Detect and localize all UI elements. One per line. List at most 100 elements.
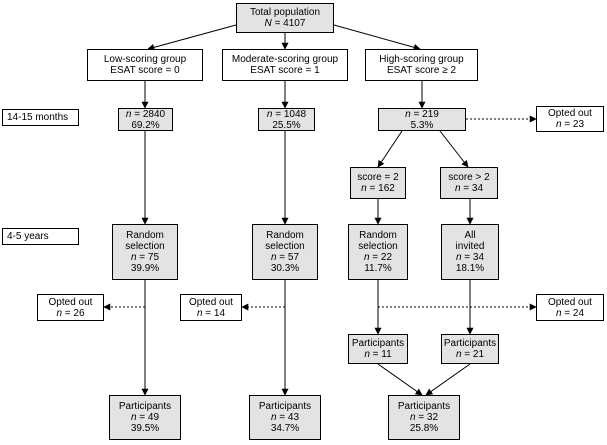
n-label: n — [196, 307, 203, 319]
n-value: = 21 — [464, 349, 485, 360]
n-label: n — [555, 307, 562, 319]
arrow-n219-to-score-gt2 — [439, 130, 469, 168]
n-value: = 11 — [372, 349, 392, 360]
n-value: = 49 — [139, 412, 160, 423]
total-population-title: Total population — [249, 7, 321, 18]
selection-line2: selection — [358, 241, 398, 252]
high-scoring-group-box: High-scoring group ESAT score ≥ 2 — [365, 49, 478, 81]
n-value: = 162 — [369, 183, 395, 194]
selection-line2: selection — [265, 241, 305, 252]
total-n-value: = 4107 — [274, 18, 306, 29]
high-final-participants-box: Participants n = 32 25.8% — [388, 395, 460, 440]
percent-value: 25.8% — [409, 423, 439, 434]
moderate-scoring-group-box: Moderate-scoring group ESAT score = 1 — [222, 49, 348, 81]
participants-label: Participants — [351, 338, 405, 349]
selection-line1: Random — [266, 230, 304, 241]
high-gt2-all-invited-box: All invited n = 34 18.1% — [441, 224, 499, 280]
high-opted-out-4-5-years-box: Opted out n = 24 — [536, 294, 604, 321]
arrow-participants-gt2-to-final — [425, 363, 471, 396]
selection-line1: Random — [359, 230, 397, 241]
participants-label: Participants — [118, 401, 172, 412]
n-label: n — [455, 252, 462, 263]
high-eq2-participants-box: Participants n = 11 — [348, 334, 408, 364]
high-14-15-months-box: n = 219 5.3% — [378, 108, 466, 131]
time-point-4-5-years-label: 4-5 years — [7, 231, 49, 242]
total-n-label: N — [264, 18, 272, 29]
n-value: = 24 — [564, 307, 585, 319]
high-gt2-participants-box: Participants n = 21 — [441, 334, 499, 364]
moderate-14-15-months-box: n = 1048 25.5% — [258, 108, 315, 131]
n-value: = 14 — [205, 307, 226, 319]
n-value: = 23 — [564, 119, 585, 130]
moderate-random-selection-box: Random selection n = 57 30.3% — [252, 224, 318, 280]
selection-line2: invited — [455, 241, 485, 252]
selection-line1: All — [464, 230, 476, 241]
n-label: n — [555, 119, 562, 130]
arrow-total-to-low — [147, 24, 237, 51]
score-gt-2-label: score > 2 — [448, 172, 490, 183]
n-label: n — [405, 108, 411, 120]
total-population-box: Total population N = 4107 — [236, 3, 334, 33]
n-value: = 34 — [464, 252, 485, 263]
low-group-criterion: ESAT score = 0 — [110, 65, 180, 76]
low-14-15-months-box: n = 2840 69.2% — [118, 108, 173, 131]
n-label: n — [270, 252, 277, 263]
high-eq2-random-selection-box: Random selection n = 22 11.7% — [348, 224, 408, 280]
time-point-4-5-years: 4-5 years — [2, 228, 79, 245]
n-value: = 43 — [279, 412, 300, 423]
moderate-opted-out-4-5-years-box: Opted out n = 14 — [180, 294, 242, 321]
score-eq-2-box: score = 2 n = 162 — [350, 167, 406, 199]
percent-value: 18.1% — [455, 263, 485, 274]
low-group-name: Low-scoring group — [103, 54, 187, 65]
n-label: n — [125, 108, 132, 120]
moderate-final-participants-box: Participants n = 43 34.7% — [249, 395, 321, 440]
high-group-name: High-scoring group — [379, 54, 464, 65]
n-value: = 2840 — [134, 108, 166, 120]
selection-line2: selection — [125, 241, 165, 252]
n-label: n — [409, 412, 416, 423]
n-label: n — [266, 108, 273, 120]
n-value: = 22 — [372, 252, 393, 263]
score-eq-2-label: score = 2 — [357, 172, 399, 183]
n-label: n — [363, 252, 370, 263]
low-random-selection-box: Random selection n = 75 39.9% — [112, 224, 178, 280]
n-label: n — [270, 412, 277, 423]
n-label: n — [454, 183, 461, 194]
n-label: n — [56, 307, 63, 319]
percent-value: 69.2% — [131, 119, 160, 131]
n-label: n — [361, 183, 367, 194]
n-label: n — [455, 349, 462, 360]
opted-out-label: Opted out — [548, 296, 592, 308]
participants-label: Participants — [397, 401, 451, 412]
low-opted-out-4-5-years-box: Opted out n = 26 — [37, 294, 104, 321]
percent-value: 34.7% — [270, 423, 300, 434]
percent-value: 39.9% — [130, 263, 160, 274]
arrow-n219-to-score-eq2 — [377, 130, 403, 168]
n-label: n — [130, 412, 137, 423]
selection-line1: Random — [126, 230, 164, 241]
percent-value: 5.3% — [410, 119, 434, 131]
high-opted-out-14-15-months-box: Opted out n = 23 — [536, 106, 604, 132]
score-gt-2-box: score > 2 n = 34 — [440, 167, 498, 199]
low-final-participants-box: Participants n = 49 39.5% — [109, 395, 181, 440]
moderate-group-name: Moderate-scoring group — [231, 54, 339, 65]
n-value: = 219 — [413, 108, 439, 120]
participants-label: Participants — [258, 401, 312, 412]
high-group-criterion: ESAT score ≥ 2 — [386, 65, 457, 76]
time-point-14-15-months-label: 14-15 months — [7, 112, 69, 123]
opted-out-label: Opted out — [189, 296, 233, 308]
n-value: = 26 — [64, 307, 85, 319]
arrow-total-to-high — [333, 24, 421, 51]
low-scoring-group-box: Low-scoring group ESAT score = 0 — [87, 49, 203, 81]
moderate-group-criterion: ESAT score = 1 — [250, 65, 320, 76]
time-point-14-15-months: 14-15 months — [2, 109, 79, 126]
opted-out-label: Opted out — [548, 108, 592, 119]
n-label: n — [130, 252, 137, 263]
participants-label: Participants — [443, 338, 497, 349]
percent-value: 11.7% — [364, 263, 392, 274]
arrow-participants-eq2-to-final — [377, 363, 423, 396]
n-value: = 32 — [418, 412, 439, 423]
opted-out-label: Opted out — [48, 296, 93, 308]
